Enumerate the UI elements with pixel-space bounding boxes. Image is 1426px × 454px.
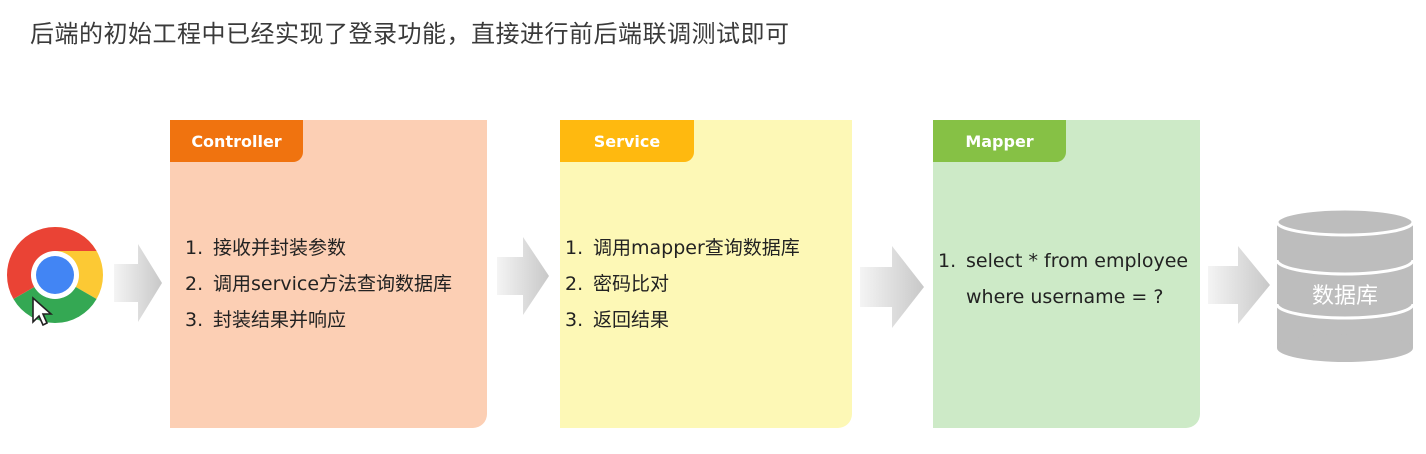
- mapper-steps: 1. select * from employee where username …: [938, 243, 1188, 315]
- list-item: 1. 调用mapper查询数据库: [565, 230, 800, 266]
- controller-box: Controller 1. 接收并封装参数 2. 调用service方法查询数据库 …: [170, 120, 487, 428]
- step-number: 2.: [185, 273, 204, 295]
- list-item: 2. 密码比对: [565, 266, 800, 302]
- database-cylinder-icon: [1275, 208, 1415, 362]
- step-number: 3.: [565, 309, 584, 331]
- step-text: 返回结果: [593, 309, 670, 331]
- step-number: 1.: [185, 237, 204, 259]
- step-number: 1.: [565, 237, 584, 259]
- database-label: 数据库: [1311, 284, 1378, 309]
- step-text: 调用mapper查询数据库: [593, 237, 800, 259]
- sql-line-1: select * from employee: [966, 250, 1189, 272]
- list-item: 1. select * from employee: [938, 243, 1188, 279]
- list-item: 2. 调用service方法查询数据库: [185, 266, 452, 302]
- flow-arrow-icon: [1208, 246, 1270, 324]
- sql-line-2: where username = ?: [966, 286, 1164, 308]
- service-tag: Service: [560, 120, 694, 162]
- list-item-continuation: where username = ?: [938, 279, 1188, 315]
- flow-arrow-icon: [114, 244, 162, 322]
- step-number: 1.: [938, 250, 957, 272]
- list-item: 3. 封装结果并响应: [185, 302, 452, 338]
- service-box: Service 1. 调用mapper查询数据库 2. 密码比对 3. 返回结果: [560, 120, 852, 428]
- controller-steps: 1. 接收并封装参数 2. 调用service方法查询数据库 3. 封装结果并响应: [185, 230, 452, 338]
- step-number: 3.: [185, 309, 204, 331]
- step-text: 封装结果并响应: [213, 309, 347, 331]
- service-steps: 1. 调用mapper查询数据库 2. 密码比对 3. 返回结果: [565, 230, 800, 338]
- mapper-tag: Mapper: [933, 120, 1066, 162]
- step-text: 接收并封装参数: [213, 237, 347, 259]
- page-title: 后端的初始工程中已经实现了登录功能，直接进行前后端联调测试即可: [30, 20, 790, 48]
- controller-tag: Controller: [170, 120, 303, 162]
- flow-arrow-icon: [860, 246, 924, 328]
- step-text: 密码比对: [593, 273, 670, 295]
- mouse-cursor-icon: [32, 296, 54, 326]
- chrome-browser-icon: [6, 227, 104, 326]
- list-item: 1. 接收并封装参数: [185, 230, 452, 266]
- step-text: 调用service方法查询数据库: [213, 273, 453, 295]
- mapper-box: Mapper 1. select * from employee where us…: [933, 120, 1200, 428]
- list-item: 3. 返回结果: [565, 302, 800, 338]
- step-number: 2.: [565, 273, 584, 295]
- flow-arrow-icon: [497, 237, 549, 315]
